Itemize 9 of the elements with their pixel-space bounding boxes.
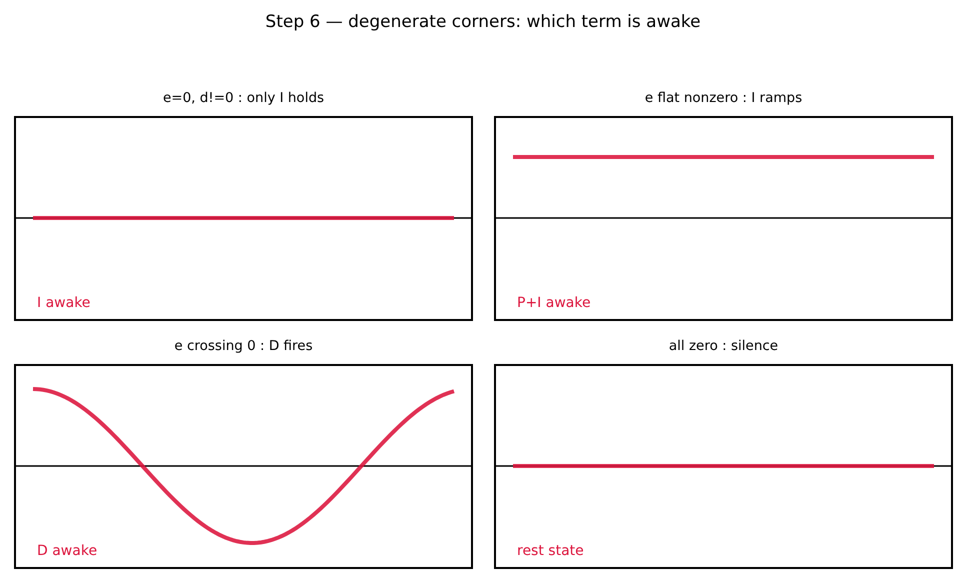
panel-title: e crossing 0 : D fires <box>174 337 313 356</box>
chart-title: Step 6 — degenerate corners: which term is awake <box>265 11 701 33</box>
state-label: rest state <box>517 543 584 560</box>
state-label: P+I awake <box>517 295 591 312</box>
panel-title: all zero : silence <box>668 337 778 356</box>
panel-title: e=0, d!=0 : only I holds <box>162 89 324 108</box>
state-label: D awake <box>37 543 98 560</box>
state-label: I awake <box>37 295 90 312</box>
panel-title: e flat nonzero : I ramps <box>644 89 802 108</box>
